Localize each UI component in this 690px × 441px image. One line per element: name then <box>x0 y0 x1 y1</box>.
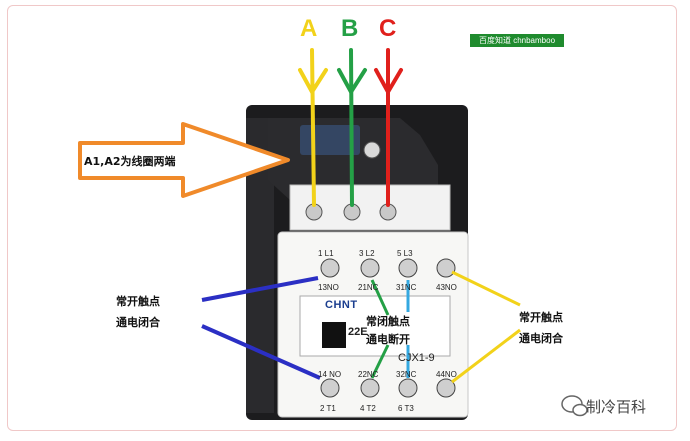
left-pointer-upper <box>201 276 319 302</box>
terminal-top-sub-2: 21NC <box>358 283 379 292</box>
right-pointer-upper <box>451 270 521 307</box>
terminal-top-sub-3: 31NC <box>396 283 417 292</box>
right-note-line1: 常开触点 <box>519 311 563 324</box>
left-note-line1: 常开触点 <box>116 295 160 308</box>
terminal-bottom-3: 6 T3 <box>398 404 414 413</box>
model-code-b: CJX1-9 <box>398 352 435 364</box>
left-note-line2: 通电闭合 <box>116 316 160 329</box>
terminal-bottom-sub-1: 14 NO <box>318 370 342 379</box>
center-note-line1: 常闭触点 <box>366 315 410 328</box>
terminal-bottom-sub-4: 44NO <box>436 370 457 379</box>
terminal-top-2: 3 L2 <box>359 249 375 258</box>
terminal-top-1: 1 L1 <box>318 249 334 258</box>
footer-brand: 制冷百科 <box>586 398 647 416</box>
brand-logo: CHNT <box>325 299 358 311</box>
right-pointer-lower <box>451 328 521 384</box>
terminal-bottom-sub-3: 32NC <box>396 370 417 379</box>
terminal-bottom-1: 2 T1 <box>320 404 336 413</box>
arrow-b <box>337 48 367 207</box>
coil-label: A1,A2为线圈两端 <box>84 155 176 168</box>
arrow-c <box>374 48 403 207</box>
arrow-a <box>298 48 328 207</box>
left-pointer-lower <box>201 324 321 380</box>
center-note-line2: 通电断开 <box>366 333 410 346</box>
coil-callout-arrow <box>78 122 290 198</box>
terminal-bottom-2: 4 T2 <box>360 404 376 413</box>
terminal-top-sub-4: 43NO <box>436 283 457 292</box>
upper-screw-row <box>320 258 456 278</box>
terminal-top-3: 5 L3 <box>397 249 413 258</box>
center-pointer-green-top <box>370 279 390 316</box>
wechat-icon <box>561 395 588 417</box>
watermark: 百度知道 chnbamboo <box>470 34 564 47</box>
model-code-a: 22E <box>348 326 368 338</box>
phase-label-a: A <box>300 15 318 42</box>
image-frame <box>7 5 677 431</box>
terminal-top-sub-1: 13NO <box>318 283 339 292</box>
phase-label-c: C <box>379 15 397 42</box>
right-note-line2: 通电闭合 <box>519 332 563 345</box>
center-pointer-green-bottom <box>370 344 390 379</box>
terminal-bottom-sub-2: 22NC <box>358 370 379 379</box>
model-badge <box>322 322 346 348</box>
phase-label-b: B <box>341 15 359 42</box>
lower-screw-row <box>320 378 456 398</box>
coil-screw <box>363 141 381 159</box>
